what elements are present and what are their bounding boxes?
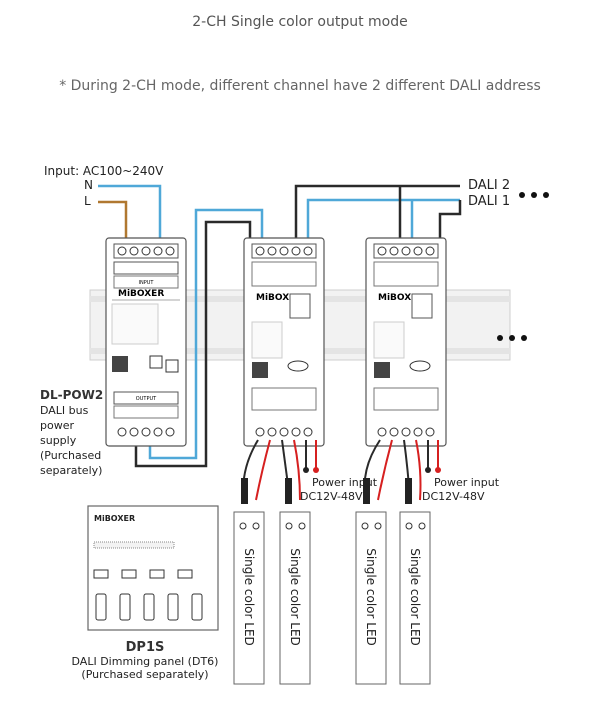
panel-brand: MiBOXER	[94, 514, 136, 523]
strip-4-label: Single color LED	[408, 548, 422, 646]
svg-text:OUTPUT: OUTPUT	[136, 396, 157, 402]
page-title: 2-CH Single color output mode	[192, 14, 408, 30]
led-strip-1	[233, 511, 265, 685]
ctrl2-power-input-label: Power input	[434, 476, 500, 489]
dali-tail	[438, 200, 462, 240]
led-strip-3	[355, 511, 387, 685]
panel-note: (Purchased separately)	[81, 668, 209, 681]
svg-text:MiBOXER: MiBOXER	[118, 289, 164, 299]
panel-caption: DP1S DALI Dimming panel (DT6) (Purchased…	[0, 640, 290, 681]
dali2-label: DALI 2	[468, 178, 511, 193]
controller-module-2: MiBOXER	[365, 237, 447, 447]
dali2-line	[294, 184, 460, 240]
more-dots-mid	[497, 335, 503, 341]
input-l-label: L	[84, 194, 91, 208]
svg-text:INPUT: INPUT	[139, 280, 155, 286]
mode-note: * During 2-CH mode, different channel ha…	[59, 78, 541, 94]
svg-text:MiBOXER: MiBOXER	[378, 293, 424, 303]
input-n-label: N	[84, 178, 93, 192]
panel-name: DP1S	[125, 640, 165, 655]
led-strip-2	[279, 511, 311, 685]
panel-desc: DALI Dimming panel (DT6)	[71, 655, 219, 668]
ctrl1-voltage-label: DC12V-48V	[300, 490, 363, 503]
dp1s-panel	[87, 505, 219, 631]
ctrl2-voltage-label: DC12V-48V	[422, 490, 485, 503]
power-supply-caption: DL-POW2 DALI bus power supply (Purchased…	[40, 388, 104, 477]
ctrl1-out-v-plus-a	[255, 439, 271, 501]
svg-text:MiBOXER: MiBOXER	[256, 293, 302, 303]
more-dots-top	[519, 192, 525, 198]
ctrl1-out-v-plus-b	[293, 439, 301, 501]
n-wire	[98, 184, 162, 240]
strip-3-label: Single color LED	[364, 548, 378, 646]
dali-wire-blue	[148, 208, 264, 460]
led-strip-4	[399, 511, 431, 685]
ctrl2-out-v-plus-b	[415, 439, 422, 501]
controller-module-1: MiBOXER	[243, 237, 325, 447]
strip-2-label: Single color LED	[288, 548, 302, 646]
ctrl1-power-input-label: Power input	[312, 476, 378, 489]
power-supply-module: INPUT MiBOXER OUTPUT	[105, 237, 187, 447]
dali1-label: DALI 1	[468, 194, 511, 209]
dali-wire-dark	[134, 220, 252, 468]
input-label: Input: AC100~240V	[44, 164, 164, 178]
power-supply-name: DL-POW2	[40, 388, 104, 402]
ctrl2-out-v-plus-a	[377, 439, 393, 501]
dali1-line	[306, 198, 460, 240]
l-wire	[98, 200, 128, 240]
